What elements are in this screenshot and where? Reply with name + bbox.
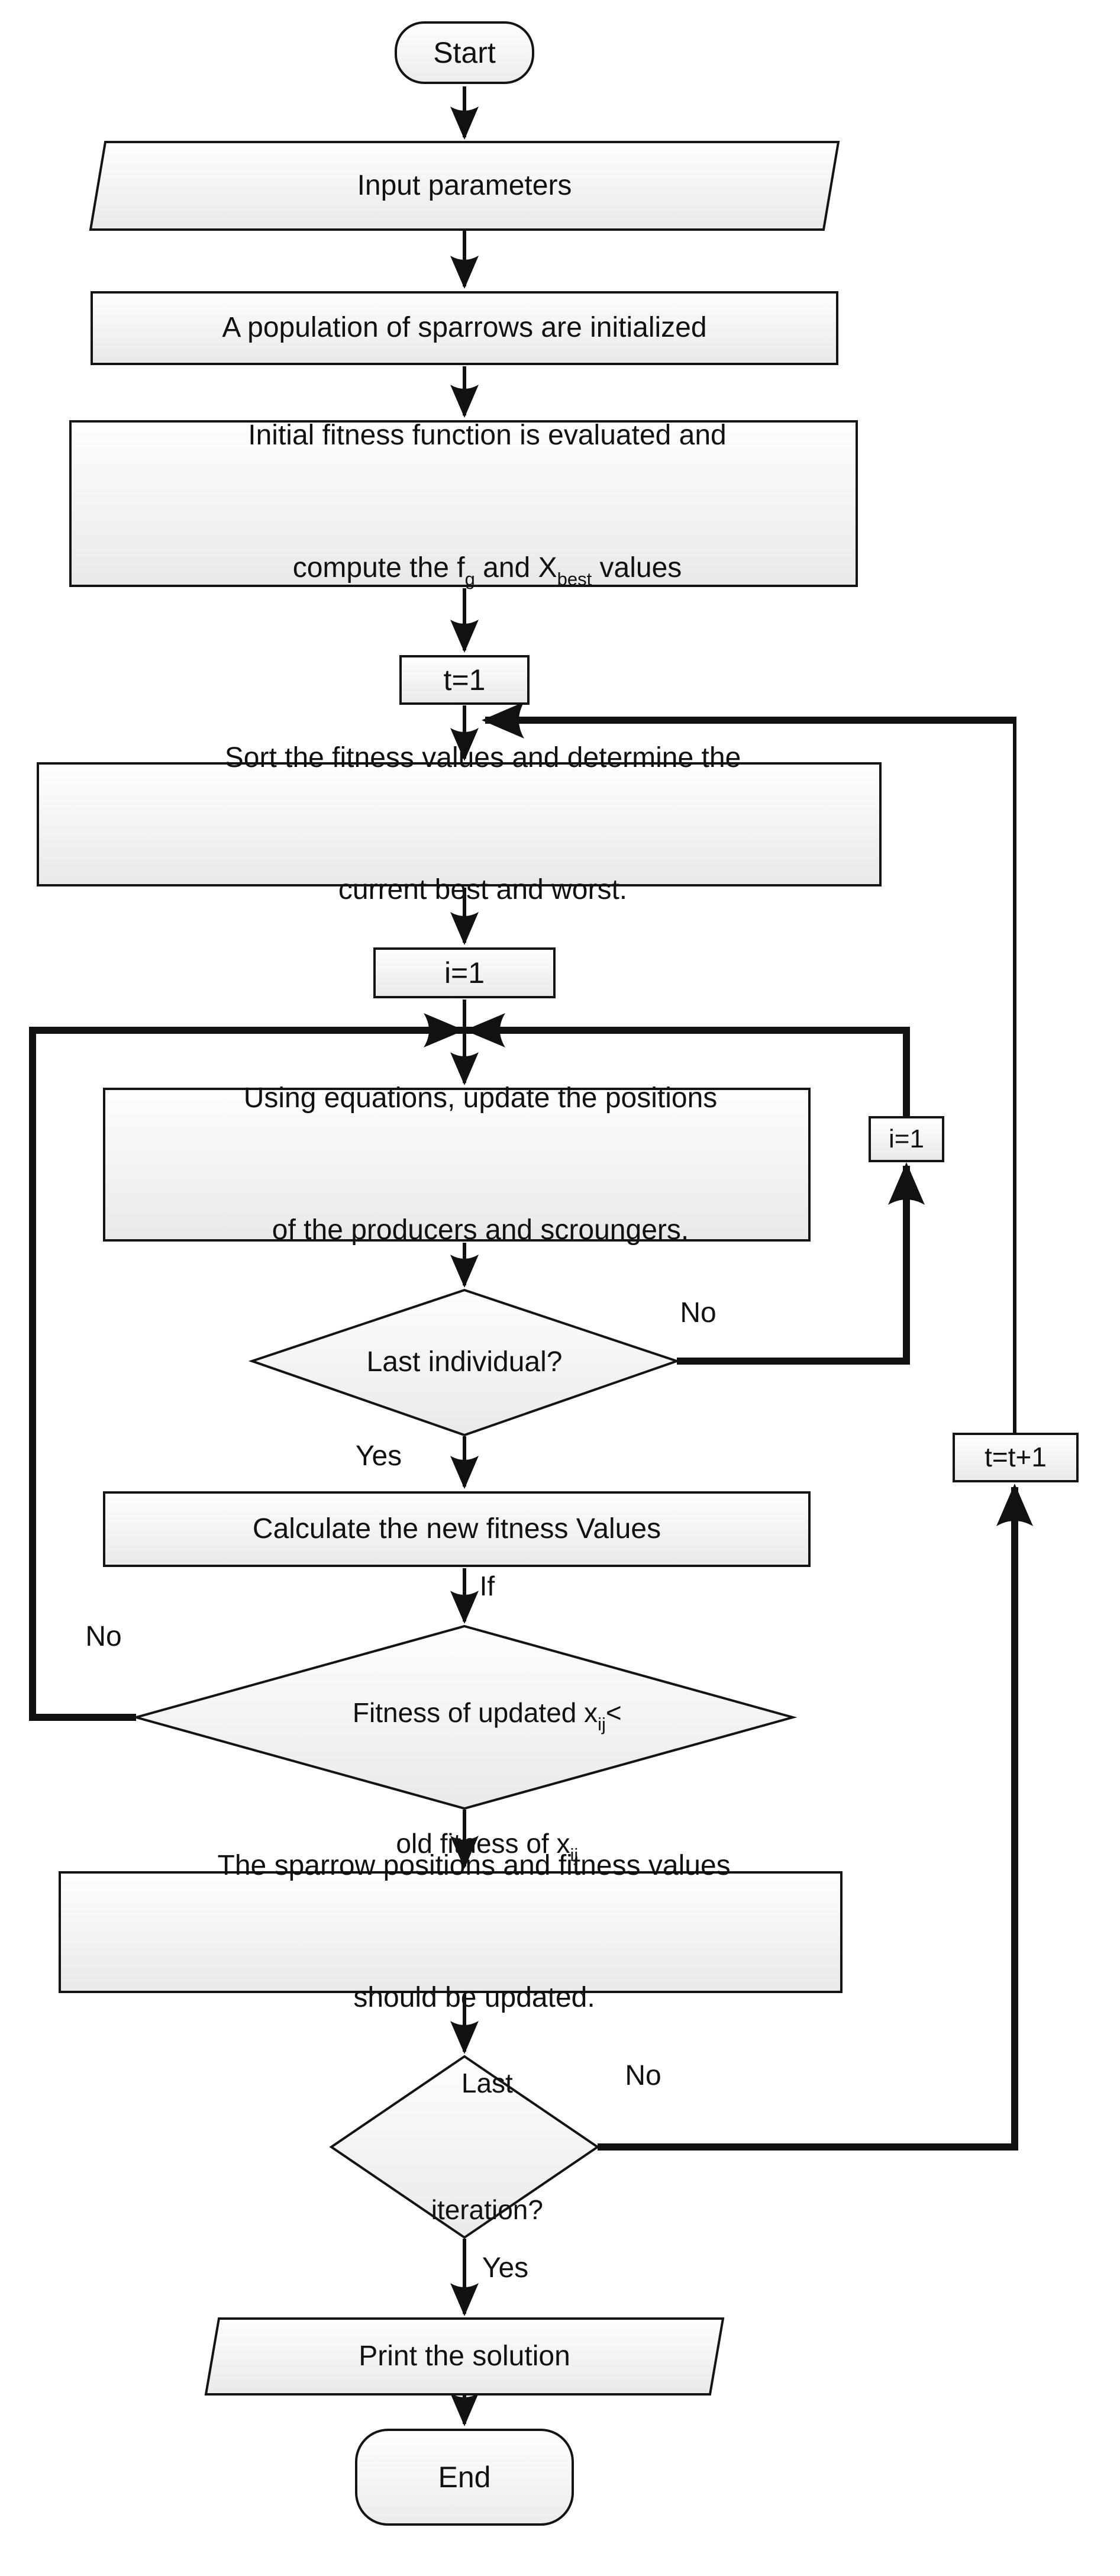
- i-init-label: i=1: [444, 956, 485, 989]
- init-population-label: A population of sparrows are initialized: [222, 312, 707, 344]
- update-positions-line2: of the producers and scroungers.: [272, 1214, 689, 1246]
- edge-last-iteration-no-loop: [598, 1484, 1033, 2151]
- calc-fitness-label: Calculate the new fitness Values: [252, 1513, 661, 1545]
- print-solution-shape: [204, 2317, 725, 2396]
- print-solution-label: Print the solution: [359, 2340, 570, 2372]
- update-sparrows-node: The sparrow positions and fitness values…: [59, 1850, 843, 2013]
- subscript-ij-2: ij: [570, 1845, 579, 1866]
- start-label: Start: [433, 36, 496, 69]
- last-individual-diamond: [248, 1288, 681, 1437]
- edge-label-last-iteration-yes: Yes: [482, 2252, 529, 2284]
- junction-arrowhead-right: [424, 1013, 464, 1047]
- last-iteration-line1: Last: [461, 2068, 513, 2099]
- initial-fitness-line1: Initial fitness function is evaluated an…: [248, 420, 727, 452]
- subscript-g: g: [464, 568, 475, 589]
- end-label: End: [438, 2461, 491, 2494]
- subscript-ij: ij: [598, 1713, 606, 1734]
- last-individual-node: Last individual?: [252, 1290, 677, 1435]
- last-individual-label: Last individual?: [366, 1346, 563, 1378]
- edge-label-last-iteration-no: No: [625, 2059, 661, 2091]
- fitness-check-line1: If: [479, 1570, 495, 1601]
- fitness-check-line2: Fitness of updated xij<: [352, 1697, 622, 1734]
- initial-fitness-line2: compute the fg and Xbest values: [292, 552, 682, 589]
- i-reset-label: i=1: [889, 1124, 924, 1154]
- start-node: Start: [395, 21, 534, 84]
- init-population-node: A population of sparrows are initialized: [91, 291, 838, 365]
- sort-fitness-node: Sort the fitness values and determine th…: [37, 742, 882, 905]
- end-node: End: [355, 2429, 574, 2526]
- subscript-best: best: [557, 568, 592, 589]
- t-init-node: t=1: [399, 655, 530, 705]
- t-increment-label: t=t+1: [985, 1442, 1047, 1473]
- sort-fitness-line2: current best and worst.: [338, 874, 628, 906]
- sort-fitness-line1: Sort the fitness values and determine th…: [224, 742, 741, 774]
- update-positions-node: Using equations, update the positions of…: [103, 1082, 811, 1246]
- initial-fitness-node: Initial fitness function is evaluated an…: [69, 420, 858, 589]
- update-sparrows-line2: should be updated.: [353, 1982, 595, 2014]
- edge-label-fitness-check-no: No: [85, 1620, 122, 1652]
- input-parameters-label: Input parameters: [357, 169, 572, 201]
- t-init-label: t=1: [443, 663, 486, 697]
- print-solution-node: Print the solution: [206, 2319, 723, 2394]
- last-iteration-line2: iteration?: [431, 2194, 543, 2226]
- fitness-check-diamond: [131, 1624, 798, 1810]
- last-iteration-node: Last iteration?: [331, 2056, 598, 2238]
- edge-fitness-no-loop: [29, 1027, 136, 1721]
- i-reset-node: i=1: [869, 1116, 944, 1162]
- fitness-check-node: If Fitness of updated xij< old fitness o…: [136, 1571, 793, 1866]
- t-increment-node: t=t+1: [953, 1433, 1079, 1482]
- last-iteration-diamond: [329, 2055, 600, 2239]
- edge-last-individual-no-loop: [677, 1162, 925, 1365]
- input-parameters-node: Input parameters: [91, 142, 838, 230]
- i-init-node: i=1: [373, 947, 556, 998]
- edge-label-last-individual-yes: Yes: [355, 1440, 402, 1472]
- input-parameters-shape: [89, 141, 840, 231]
- calc-fitness-node: Calculate the new fitness Values: [103, 1491, 811, 1567]
- junction-arrowhead-left: [464, 1013, 505, 1047]
- update-positions-line1: Using equations, update the positions: [243, 1082, 718, 1114]
- edge-label-last-individual-no: No: [680, 1297, 716, 1329]
- update-sparrows-line1: The sparrow positions and fitness values: [217, 1850, 731, 1882]
- fitness-check-line3: old fitness of xij: [396, 1828, 579, 1866]
